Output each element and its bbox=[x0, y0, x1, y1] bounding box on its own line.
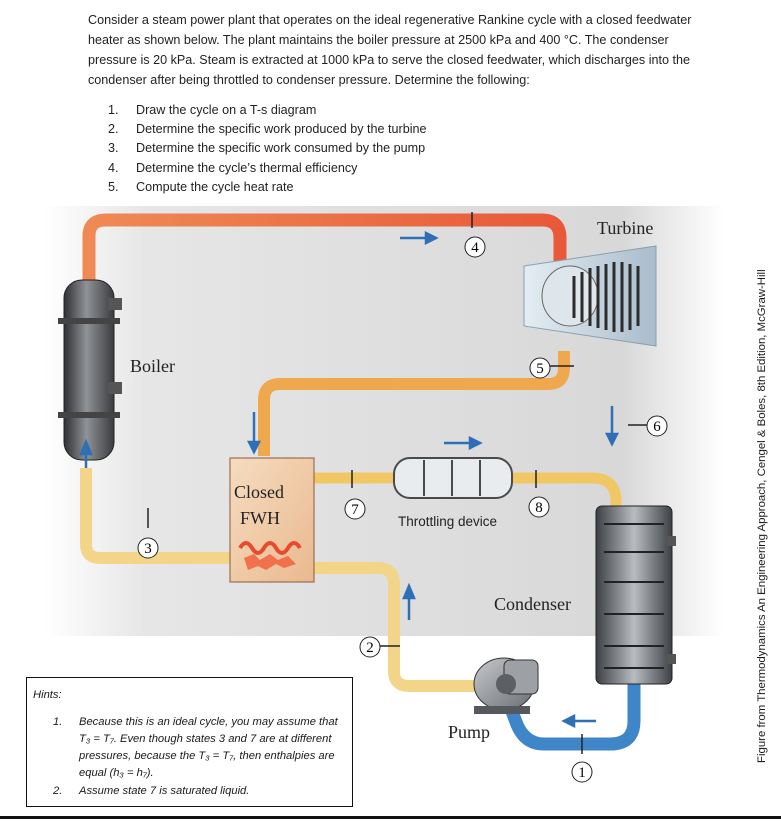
task-list: 1.Draw the cycle on a T-s diagram 2.Dete… bbox=[108, 101, 427, 197]
flow-arrows bbox=[79, 230, 620, 729]
arrow-left-icon bbox=[561, 713, 596, 729]
pipe-state-7-8 bbox=[312, 472, 622, 512]
pipe-state-5 bbox=[258, 351, 570, 456]
state-3-label: 3 bbox=[144, 541, 152, 557]
pump bbox=[473, 657, 539, 714]
arrow-right-icon bbox=[400, 230, 439, 246]
state-markers: 4 5 6 7 8 3 2 1 bbox=[137, 212, 668, 783]
fwh-label-line2: FWH bbox=[240, 508, 280, 528]
task-item: 1.Draw the cycle on a T-s diagram bbox=[108, 103, 317, 117]
condenser-label: Condenser bbox=[494, 594, 571, 614]
hint-item: 1. Because this is an ideal cycle, you m… bbox=[53, 716, 338, 779]
turbine bbox=[523, 245, 657, 347]
task-item: 3.Determine the specific work consumed b… bbox=[108, 141, 426, 156]
bottom-rule bbox=[0, 816, 781, 819]
fwh-heat-burst bbox=[244, 554, 296, 570]
state-7-marker bbox=[344, 498, 366, 520]
pipe-state-1 bbox=[503, 669, 641, 751]
pipe-state-2 bbox=[314, 562, 482, 692]
rankine-cycle-figure: 4 5 6 7 8 3 2 1 Turbine Boiler Closed FW… bbox=[44, 206, 724, 783]
arrow-up-icon bbox=[402, 582, 416, 620]
state-6-marker bbox=[646, 415, 668, 437]
pump-label: Pump bbox=[448, 722, 490, 742]
hints-title: Hints: bbox=[33, 689, 62, 701]
state-1-label: 1 bbox=[578, 765, 586, 781]
task-item: 2.Determine the specific work produced b… bbox=[108, 122, 427, 137]
arrow-right-icon bbox=[444, 435, 483, 451]
hints-box: Hints: 1. Because this is an ideal cycle… bbox=[26, 677, 353, 807]
state-8-label: 8 bbox=[535, 500, 543, 516]
arrow-down-icon bbox=[246, 412, 262, 455]
pipe-state-3 bbox=[80, 468, 239, 564]
problem-statement: Consider a steam power plant that operat… bbox=[88, 13, 692, 87]
state-5-label: 5 bbox=[536, 361, 544, 377]
boiler bbox=[58, 279, 122, 461]
boiler-label: Boiler bbox=[130, 356, 175, 376]
state-2-label: 2 bbox=[366, 640, 374, 656]
hint-item: 2. Assume state 7 is saturated liquid. bbox=[53, 785, 250, 797]
state-2-marker bbox=[359, 636, 381, 658]
pipe-state-4 bbox=[82, 213, 567, 288]
state-8-marker bbox=[528, 496, 550, 518]
turbine-label: Turbine bbox=[597, 218, 653, 238]
state-4-label: 4 bbox=[471, 240, 479, 256]
state-4-marker bbox=[464, 236, 486, 258]
throttling-device-label: Throttling device bbox=[398, 514, 497, 529]
fwh-label-line1: Closed bbox=[234, 482, 284, 502]
state-7-label: 7 bbox=[351, 502, 359, 518]
state-3-marker bbox=[137, 537, 159, 559]
closed-fwh bbox=[229, 457, 315, 583]
arrow-up-icon bbox=[79, 438, 93, 468]
throttling-device bbox=[393, 457, 513, 499]
state-5-marker bbox=[529, 357, 551, 379]
arrow-down-icon bbox=[604, 406, 620, 447]
state-6-label: 6 bbox=[653, 419, 661, 435]
figure-credit: Figure from Thermodynamics An Engineerin… bbox=[756, 269, 768, 763]
task-item: 4.Determine the cycle’s thermal efficien… bbox=[108, 160, 358, 175]
task-item: 5.Compute the cycle heat rate bbox=[108, 179, 294, 194]
condenser bbox=[595, 505, 676, 685]
state-1-marker bbox=[571, 761, 593, 783]
